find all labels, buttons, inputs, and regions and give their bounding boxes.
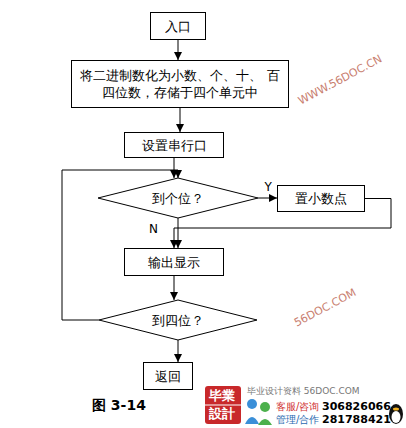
node-text: 将二进制数化为小数、个、十、 百四位数，存储于四个单元中 [78,67,282,101]
contact-number: 306826066 [322,400,391,413]
ad-text: 管理/合作 [276,414,319,426]
watermark: WWW.56DOC.CN [296,52,384,107]
flow-arrow [178,40,179,60]
qq-penguin-icon [392,411,401,423]
node-text: 设置串行口 [142,137,207,154]
contact-number: 281788421 [322,413,391,426]
process-box: 置小数点 [277,185,365,212]
node-text: 到个位？ [152,190,204,207]
flow-arrow [258,198,277,199]
qq-penguin-icon [393,408,399,411]
flow-arrow [174,158,175,178]
decision-diamond: 到四位？ [99,300,257,340]
flow-arrow [180,108,181,132]
logo-text: 毕業 [209,388,235,403]
process-box: 设置串行口 [124,132,224,158]
ad-text: 客服/咨询 [276,401,319,413]
start-box: 入口 [150,12,206,40]
people-icon [260,402,270,412]
node-text: 输出显示 [148,254,200,271]
watermark: 56DOC.COM [292,286,358,329]
people-icon [247,399,257,409]
people-icon [258,419,272,425]
flow-arrow [178,340,179,362]
edge-label: N [148,222,159,236]
node-text: 返回 [155,368,181,385]
node-text: 到四位？ [152,312,204,329]
process-box: 输出显示 [124,248,224,276]
edge-label: Y [264,180,273,194]
qq-penguin-icon [389,404,403,424]
logo-divider [205,405,241,406]
logo-block [205,386,241,424]
node-text: 置小数点 [295,190,347,207]
flow-arrow [178,218,179,248]
node-text: 入口 [165,18,191,35]
people-icon [245,417,259,424]
decision-diamond: 到个位？ [98,178,258,218]
logo-text: 設計 [209,406,235,421]
ad-text: 毕业设计资料 56DOC.COM [247,386,360,397]
process-box: 将二进制数化为小数、个、十、 百四位数，存储于四个单元中 [71,60,289,108]
flow-arrow [174,276,175,300]
end-box: 返回 [143,362,193,390]
figure-caption: 图 3-14 [92,397,146,413]
